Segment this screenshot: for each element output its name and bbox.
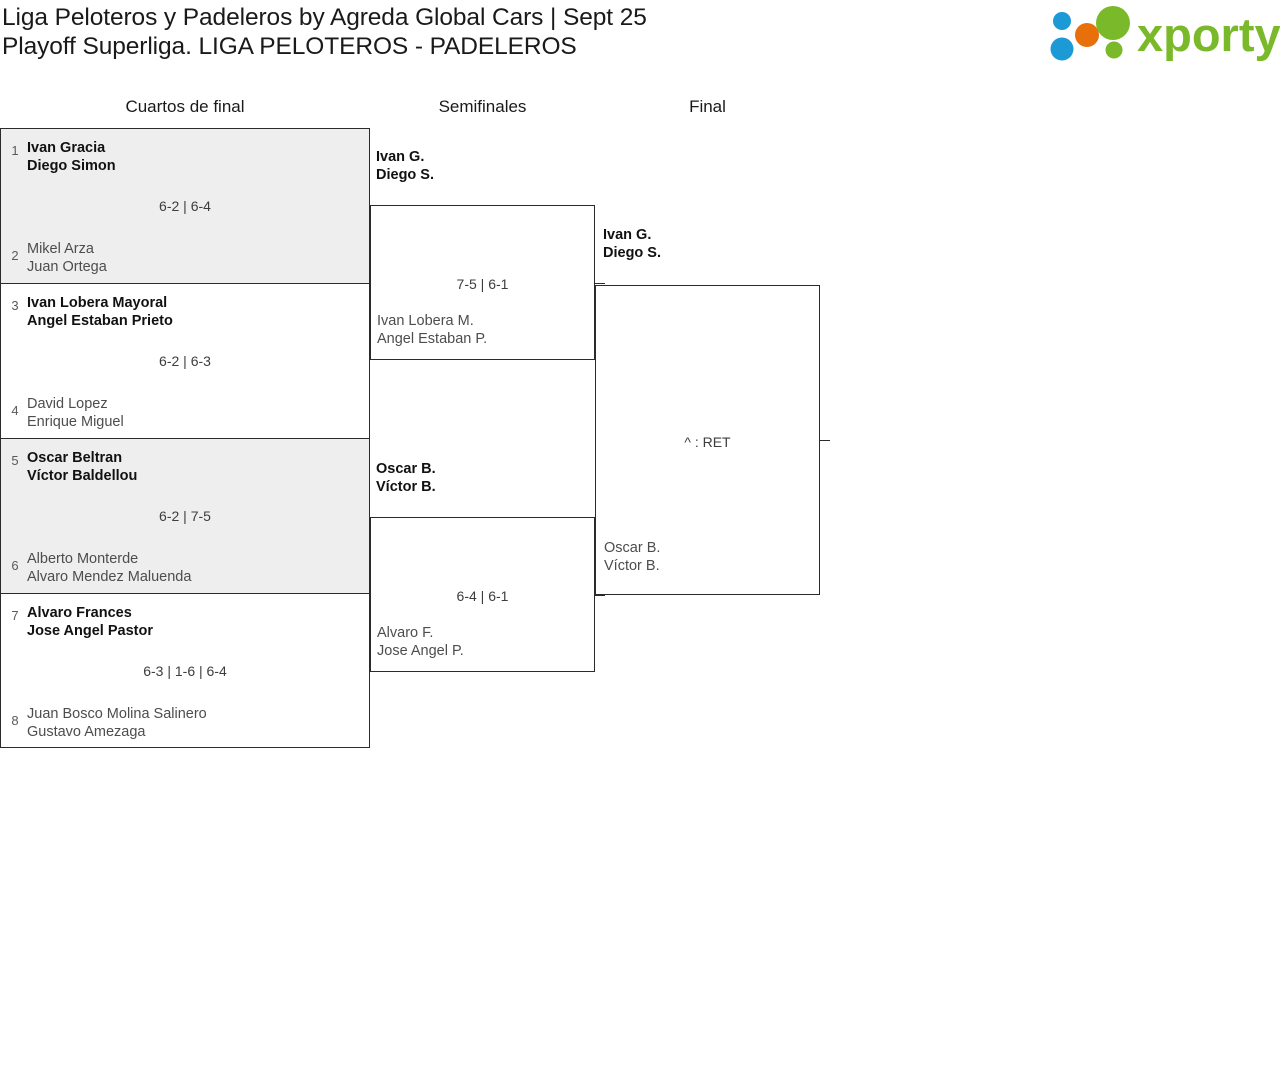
- player-name: Víctor Baldellou: [27, 468, 138, 484]
- player-name: Alvaro F.: [377, 625, 434, 641]
- semifinal-2-advancing-team: Oscar B. Víctor B.: [376, 460, 436, 496]
- player-name: Víctor B.: [604, 558, 660, 574]
- connector-semifinal-1: [595, 283, 605, 284]
- match-final[interactable]: ^ : RET Oscar B. Víctor B.: [595, 285, 820, 595]
- connector-semifinal-2: [595, 595, 605, 596]
- player-name: Angel Estaban P.: [377, 331, 488, 347]
- player-name: Ivan G.: [603, 227, 652, 243]
- match-score: 6-3 | 1-6 | 6-4: [143, 663, 227, 679]
- player-name: Diego Simon: [27, 158, 116, 174]
- team-bottom: Mikel Arza Juan Ortega: [27, 240, 107, 276]
- player-name: Jose Angel P.: [377, 643, 464, 659]
- team-bottom: Juan Bosco Molina Salinero Gustavo Ameza…: [27, 705, 207, 741]
- match-score: ^ : RET: [684, 434, 731, 450]
- logo-dot-blue-small: [1053, 12, 1071, 30]
- player-name: Angel Estaban Prieto: [27, 313, 173, 329]
- seed-number: 3: [11, 298, 19, 313]
- team-top: Alvaro Frances Jose Angel Pastor: [27, 604, 153, 640]
- match-score: 7-5 | 6-1: [456, 276, 509, 292]
- logo-dot-green-large: [1096, 6, 1130, 40]
- semifinal-1-advancing-team: Ivan G. Diego S.: [376, 148, 434, 184]
- page-title-line-2: Playoff Superliga. LIGA PELOTEROS - PADE…: [2, 33, 577, 60]
- match-semifinal-2[interactable]: 6-4 | 6-1 Alvaro F. Jose Angel P.: [370, 517, 595, 672]
- match-score: 6-2 | 6-3: [159, 353, 211, 369]
- team-bottom: Alberto Monterde Alvaro Mendez Maluenda: [27, 550, 191, 586]
- logo-dot-blue-large: [1050, 37, 1074, 61]
- seed-number: 4: [11, 403, 19, 418]
- team-top: Ivan Gracia Diego Simon: [27, 139, 116, 175]
- seed-number: 7: [11, 608, 19, 623]
- player-name: Enrique Miguel: [27, 414, 124, 430]
- logo-wordmark: xporty: [1137, 8, 1280, 61]
- seed-number: 5: [11, 453, 19, 468]
- player-name: Mikel Arza: [27, 241, 94, 257]
- team-bottom: Ivan Lobera M. Angel Estaban P.: [377, 312, 487, 348]
- match-score: 6-4 | 6-1: [456, 588, 509, 604]
- player-name: Alvaro Frances: [27, 605, 132, 621]
- connector-final: [820, 440, 830, 441]
- player-name: Oscar B.: [376, 461, 436, 477]
- final-advancing-team: Ivan G. Diego S.: [603, 226, 661, 262]
- match-score: 6-2 | 7-5: [159, 508, 211, 524]
- logo-dot-green-small: [1105, 41, 1123, 59]
- player-name: Oscar Beltran: [27, 450, 123, 466]
- match-score: 6-2 | 6-4: [159, 198, 211, 214]
- player-name: Alvaro Mendez Maluenda: [27, 569, 192, 585]
- seed-number: 2: [11, 248, 19, 263]
- player-name: Juan Bosco Molina Salinero: [27, 706, 207, 722]
- player-name: Ivan Gracia: [27, 140, 106, 156]
- player-name: Oscar B.: [604, 540, 661, 556]
- page-header: Liga Peloteros y Padeleros by Agreda Glo…: [0, 0, 1280, 86]
- match-quarterfinal-4[interactable]: 7 Alvaro Frances Jose Angel Pastor 6-3 |…: [0, 593, 370, 748]
- match-semifinal-1[interactable]: 7-5 | 6-1 Ivan Lobera M. Angel Estaban P…: [370, 205, 595, 360]
- logo-dot-orange: [1075, 23, 1099, 47]
- player-name: Ivan G.: [376, 149, 425, 165]
- round-header-quarterfinals: Cuartos de final: [125, 97, 245, 116]
- player-name: Diego S.: [603, 245, 662, 261]
- page-title: Liga Peloteros y Padeleros by Agreda Glo…: [2, 3, 1002, 61]
- team-top: Oscar Beltran Víctor Baldellou: [27, 449, 137, 485]
- player-name: Jose Angel Pastor: [27, 623, 153, 639]
- player-name: Víctor B.: [376, 479, 436, 495]
- player-name: Diego S.: [376, 167, 435, 183]
- player-name: Juan Ortega: [27, 259, 107, 275]
- match-quarterfinal-2[interactable]: 3 Ivan Lobera Mayoral Angel Estaban Prie…: [0, 283, 370, 438]
- player-name: Ivan Lobera Mayoral: [27, 295, 168, 311]
- xporty-logo-svg: xporty: [1050, 6, 1280, 61]
- player-name: David Lopez: [27, 396, 108, 412]
- team-bottom: David Lopez Enrique Miguel: [27, 395, 124, 431]
- round-header-final: Final: [689, 97, 726, 116]
- team-top: Ivan Lobera Mayoral Angel Estaban Prieto: [27, 294, 173, 330]
- round-header-semifinals: Semifinales: [438, 97, 527, 116]
- player-name: Gustavo Amezaga: [27, 724, 146, 740]
- seed-number: 8: [11, 713, 19, 728]
- team-bottom: Oscar B. Víctor B.: [604, 539, 660, 575]
- seed-number: 1: [11, 143, 19, 158]
- match-quarterfinal-3[interactable]: 5 Oscar Beltran Víctor Baldellou 6-2 | 7…: [0, 438, 370, 593]
- page-title-line-1: Liga Peloteros y Padeleros by Agreda Glo…: [2, 4, 647, 31]
- match-quarterfinal-1[interactable]: 1 Ivan Gracia Diego Simon 6-2 | 6-4 2 Mi…: [0, 128, 370, 283]
- seed-number: 6: [11, 558, 19, 573]
- bracket: 1 Ivan Gracia Diego Simon 6-2 | 6-4 2 Mi…: [0, 128, 900, 768]
- team-bottom: Alvaro F. Jose Angel P.: [377, 624, 464, 660]
- xporty-logo[interactable]: xporty: [1040, 4, 1280, 62]
- player-name: Ivan Lobera M.: [377, 313, 474, 329]
- player-name: Alberto Monterde: [27, 551, 139, 567]
